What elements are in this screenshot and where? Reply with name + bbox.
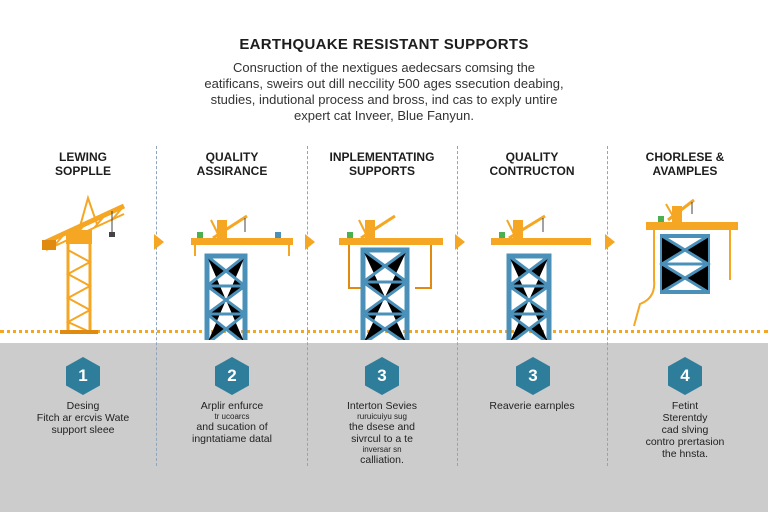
step-5-description: Fetint Sterentdy cad slving contro prert… — [645, 400, 725, 460]
step-number: 3 — [377, 366, 387, 385]
step-4-description: Reaverie earnples — [489, 400, 575, 412]
step-1-badge: 1 — [65, 356, 101, 396]
tower-crane-icon — [8, 180, 158, 340]
braced-tower-icon — [307, 180, 457, 347]
intro-line: eatificans, sweirs out dill neccility 50… — [204, 76, 564, 91]
column-divider — [156, 146, 157, 466]
braced-tower-icon — [157, 180, 307, 347]
step-2-description: Arplir enfurce tr ucoarcs and sucation o… — [192, 400, 272, 445]
intro-text: Consruction of the nextigues aedecsars c… — [150, 60, 618, 124]
step-number: 1 — [78, 366, 88, 385]
step-4-badge: 3 — [515, 356, 551, 396]
column-divider — [457, 146, 458, 466]
column-divider — [307, 146, 308, 466]
step-number: 3 — [528, 366, 538, 385]
suspended-tower-icon — [610, 180, 760, 340]
column-divider — [607, 146, 608, 466]
braced-tower-icon — [457, 180, 607, 347]
step-2-badge: 2 — [214, 356, 250, 396]
page-title: EARTHQUAKE RESISTANT SUPPORTS — [239, 36, 529, 53]
intro-line: expert cat Inveer, Blue Fanyun. — [294, 108, 474, 123]
step-5-title: CHORLESE &AVAMPLES — [645, 150, 725, 178]
step-3-badge: 3 — [364, 356, 400, 396]
step-arrow — [605, 234, 615, 250]
step-1-description: Desing Fitch ar ercvis Wate support slee… — [36, 400, 130, 436]
step-arrow — [305, 234, 315, 250]
step-number: 4 — [680, 366, 690, 385]
step-arrow — [455, 234, 465, 250]
step-5-badge: 4 — [667, 356, 703, 396]
step-arrow — [154, 234, 164, 250]
intro-line: Consruction of the nextigues aedecsars c… — [232, 60, 536, 75]
step-number: 2 — [227, 366, 237, 385]
step-3-description: Interton Sevies ruruicuiyu sug the dsese… — [346, 400, 418, 466]
intro-line: studies, indutional process and bross, i… — [210, 92, 558, 107]
ground-dash-line — [0, 330, 768, 333]
